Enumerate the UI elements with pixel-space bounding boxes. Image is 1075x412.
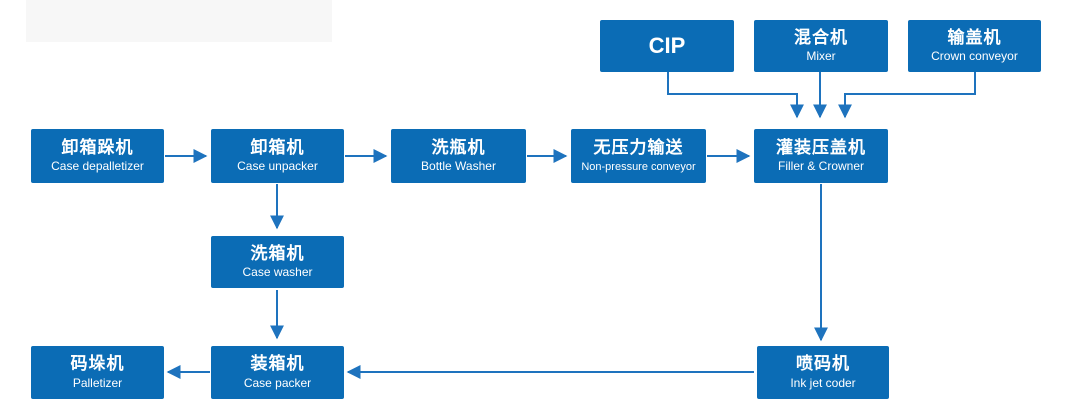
node-case-washer-zh: 洗箱机 [250,243,305,264]
node-filler-crowner-zh: 灌装压盖机 [776,137,866,158]
node-case-washer-en: Case washer [242,265,313,280]
node-palletizer-en: Palletizer [72,375,123,390]
node-mixer: 混合机 Mixer [754,20,888,72]
node-crown-conveyor: 输盖机 Crown conveyor [908,20,1041,72]
node-ink-jet-coder: 喷码机 Ink jet coder [757,346,889,399]
node-palletizer: 码垛机 Palletizer [31,346,164,399]
node-case-depalletizer-zh: 卸箱跺机 [61,137,134,158]
node-mixer-zh: 混合机 [794,27,848,48]
node-case-depalletizer-en: Case depalletizer [51,159,144,174]
node-case-packer-en: Case packer [243,375,312,390]
node-ink-jet-coder-zh: 喷码机 [796,354,850,375]
node-case-unpacker-zh: 卸箱机 [250,137,305,158]
node-cip-title: CIP [648,32,686,58]
node-case-unpacker-en: Case unpacker [237,159,318,174]
node-non-pressure-conveyor-en: Non-pressure conveyor [581,160,696,173]
node-case-packer-zh: 装箱机 [250,354,305,375]
node-palletizer-zh: 码垛机 [70,354,125,375]
node-crown-conveyor-en: Crown conveyor [931,49,1018,64]
node-cip: CIP [600,20,734,72]
arrow-cip-to-filler [667,72,804,119]
node-non-pressure-conveyor: 无压力输送 Non-pressure conveyor [571,129,706,183]
node-case-packer: 装箱机 Case packer [211,346,344,399]
node-filler-crowner: 灌装压盖机 Filler & Crowner [754,129,888,183]
node-filler-crowner-en: Filler & Crowner [777,159,864,174]
node-bottle-washer-en: Bottle Washer [421,159,496,174]
node-case-washer: 洗箱机 Case washer [211,236,344,288]
node-ink-jet-coder-en: Ink jet coder [790,375,856,390]
arrow-crown-conveyor-to-filler [838,72,976,119]
node-case-depalletizer: 卸箱跺机 Case depalletizer [31,129,164,183]
node-crown-conveyor-zh: 输盖机 [947,27,1002,48]
node-mixer-en: Mixer [806,49,836,64]
node-non-pressure-conveyor-zh: 无压力输送 [593,138,684,159]
top-banner-strip [26,0,332,42]
node-bottle-washer: 洗瓶机 Bottle Washer [391,129,526,183]
node-case-unpacker: 卸箱机 Case unpacker [211,129,344,183]
node-bottle-washer-zh: 洗瓶机 [431,137,486,158]
